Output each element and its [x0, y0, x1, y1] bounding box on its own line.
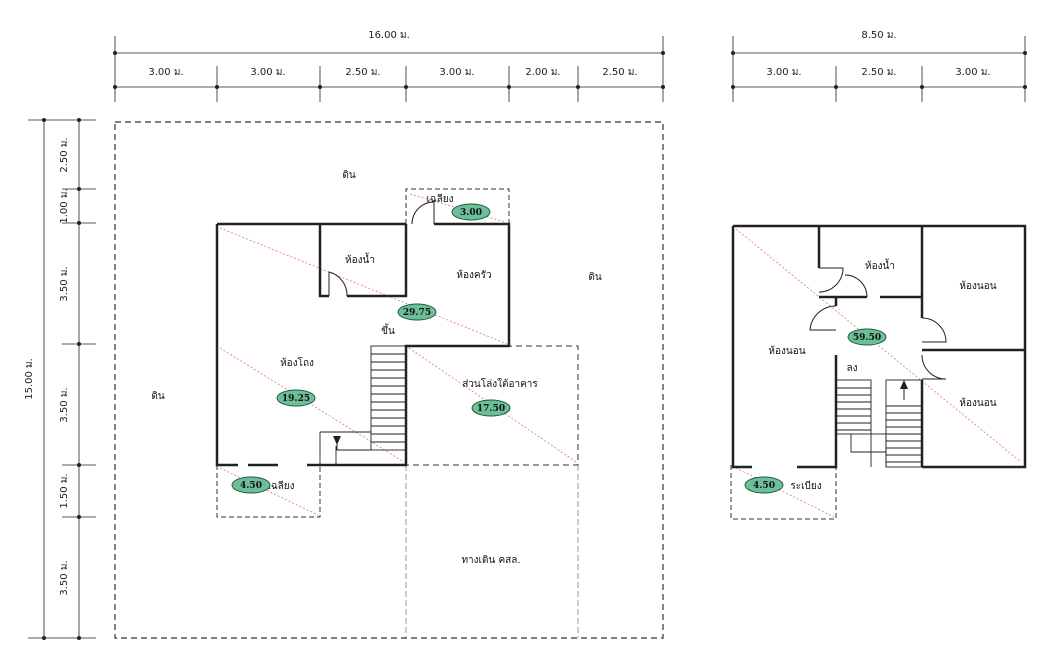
label-ground-bathroom: ห้องน้ำ	[345, 252, 375, 266]
area-badge-front-porch: 4.50	[231, 476, 271, 494]
svg-text:17.50: 17.50	[477, 404, 505, 414]
dim-side-2: 1.00 ม.	[59, 188, 70, 223]
upper-bathroom-door	[818, 267, 844, 293]
ground-bathroom-door	[328, 271, 348, 297]
dim-seg-r3: 3.00 ม.	[955, 67, 990, 78]
svg-text:19.25: 19.25	[282, 394, 310, 404]
label-front-porch: เฉลียง	[267, 480, 294, 492]
ground-floor-plan: ดิน ดิน ดิน เฉลียง ห้องน้ำ ห้องครัว ขึ้น…	[114, 121, 664, 639]
svg-text:4.50: 4.50	[240, 481, 262, 491]
label-hall: ห้องโถง	[280, 356, 314, 369]
balcony-outline	[730, 465, 837, 520]
label-bedroom-left: ห้องนอน	[768, 345, 805, 357]
dim-side-6: 3.50 ม.	[59, 560, 70, 595]
front-porch-outline	[216, 465, 321, 518]
upper-bath-door-2	[844, 274, 868, 298]
dim-seg-l3: 2.50 ม.	[345, 67, 380, 78]
label-land-top: ดิน	[342, 170, 355, 181]
left-top-dimensions: 16.00 ม. 3.00 ม. 3.00 ม. 2.50 ม. 3.00 ม.…	[113, 30, 665, 102]
area-badge-hall: 19.25	[276, 389, 316, 407]
dim-side-1: 2.50 ม.	[59, 137, 70, 172]
label-stair-down: ลง	[846, 363, 857, 374]
dim-seg-l2: 3.00 ม.	[250, 67, 285, 78]
dim-seg-l5: 2.00 ม.	[525, 67, 560, 78]
site-boundary	[114, 121, 664, 639]
dim-seg-l1: 3.00 ม.	[148, 67, 183, 78]
area-badge-back-porch: 3.00	[451, 203, 491, 221]
area-badge-living: 59.50	[847, 328, 887, 346]
bedroom-left-door	[809, 305, 837, 331]
label-bedroom-bottom-right: ห้องนอน	[959, 397, 996, 409]
stair-down-arrow-icon	[900, 380, 908, 389]
label-bedroom-top-right: ห้องนอน	[959, 280, 996, 292]
dim-side-total: 15.00 ม.	[24, 358, 35, 400]
area-badge-undercroft: 17.50	[471, 399, 511, 417]
upper-stairs	[835, 379, 923, 468]
label-land-left: ดิน	[151, 391, 164, 402]
left-side-dimensions: 15.00 ม. 2.50 ม. 1.00 ม. 3.50 ม. 3.50 ม.…	[24, 118, 96, 640]
svg-text:3.00: 3.00	[460, 208, 482, 218]
dim-side-3: 3.50 ม.	[59, 266, 70, 301]
dim-seg-r2: 2.50 ม.	[861, 67, 896, 78]
dim-seg-l6: 2.50 ม.	[602, 67, 637, 78]
dim-total-left: 16.00 ม.	[368, 30, 410, 41]
dim-seg-l4: 3.00 ม.	[439, 67, 474, 78]
label-balcony: ระเบียง	[790, 480, 821, 492]
ground-walls	[215, 222, 511, 467]
back-porch-outline	[405, 188, 510, 224]
label-upper-bathroom: ห้องน้ำ	[865, 258, 895, 272]
label-kitchen: ห้องครัว	[456, 269, 491, 281]
svg-text:4.50: 4.50	[753, 481, 775, 491]
svg-text:59.50: 59.50	[853, 333, 881, 343]
label-back-porch: เฉลียง	[426, 193, 453, 205]
bedroom-bottom-right-door	[921, 354, 947, 380]
ground-stairs	[319, 345, 407, 465]
label-stair-up: ขึ้น	[381, 323, 395, 337]
area-badge-balcony: 4.50	[744, 476, 784, 494]
ground-back-door	[411, 201, 435, 225]
label-walkway: ทางเดิน คสล.	[461, 555, 520, 566]
right-top-dimensions: 8.50 ม. 3.00 ม. 2.50 ม. 3.00 ม.	[731, 30, 1027, 102]
area-badge-kitchen: 29.75	[397, 303, 437, 321]
svg-text:29.75: 29.75	[403, 308, 431, 318]
dim-side-5: 1.50 ม.	[59, 473, 70, 508]
dim-side-4: 3.50 ม.	[59, 387, 70, 422]
bedroom-top-right-door	[921, 317, 947, 343]
dim-seg-r1: 3.00 ม.	[766, 67, 801, 78]
label-undercroft: ส่วนโล่งใต้อาคาร	[462, 377, 538, 390]
label-land-right: ดิน	[588, 272, 601, 283]
dim-total-right: 8.50 ม.	[861, 30, 896, 41]
upper-floor-plan: ห้องน้ำ ห้องนอน ห้องนอน ลง ห้องนอน ระเบี…	[730, 224, 1027, 520]
